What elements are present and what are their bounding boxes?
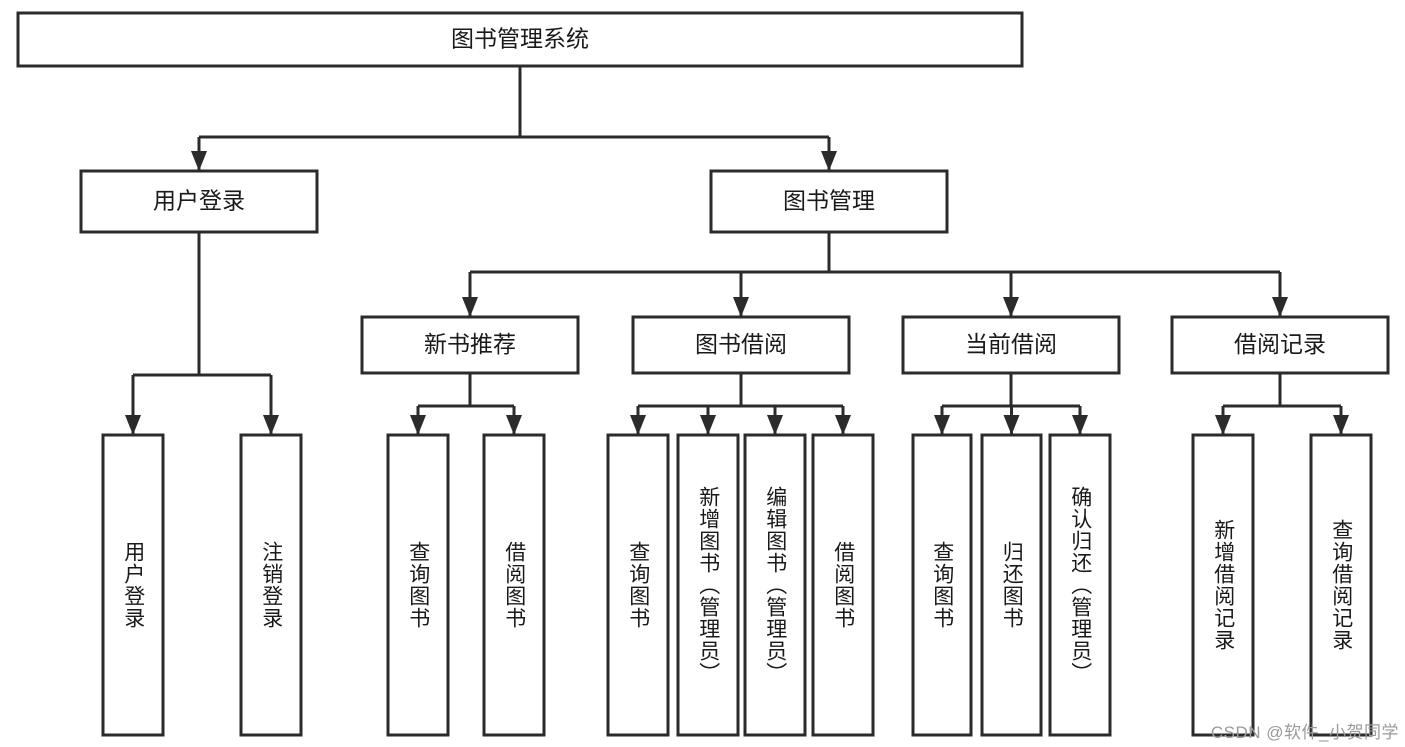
watermark-text: CSDN @软件_小贺同学 [1210, 723, 1399, 742]
node-box-book-borrow[interactable] [631, 315, 851, 375]
node-box-leaf-borrow-edit-book[interactable] [743, 433, 807, 737]
node-label-current-borrow: 当前借阅 [965, 331, 1057, 357]
node-label-book-manage: 图书管理 [783, 188, 875, 214]
node-box-borrow-record[interactable] [1170, 315, 1390, 375]
boxes-layer [16, 11, 1390, 737]
node-box-leaf-cur-return-book[interactable] [980, 433, 1043, 737]
node-box-leaf-rec-query-record[interactable] [1309, 433, 1373, 737]
node-box-leaf-borrow-borrow-book[interactable] [811, 433, 875, 737]
arrow-head [191, 151, 207, 171]
arrow-head [462, 297, 478, 317]
node-box-leaf-rec-borrow-book[interactable] [482, 433, 546, 737]
node-box-root[interactable] [16, 11, 1024, 68]
node-box-user-login[interactable] [79, 169, 319, 234]
arrow-head [630, 415, 646, 435]
arrow-head [934, 415, 950, 435]
arrow-head [1333, 415, 1349, 435]
node-box-leaf-rec-add-record[interactable] [1191, 433, 1255, 737]
node-box-leaf-rec-query-book[interactable] [386, 433, 450, 737]
node-box-leaf-cur-query-book[interactable] [911, 433, 973, 737]
arrow-head [835, 415, 851, 435]
arrow-head [506, 415, 522, 435]
node-label-root: 图书管理系统 [451, 26, 589, 52]
arrow-head [125, 415, 141, 435]
arrow-head [263, 415, 279, 435]
arrow-head [1072, 415, 1088, 435]
arrow-head [821, 151, 837, 171]
node-label-book-borrow: 图书借阅 [695, 331, 787, 357]
arrow-head [1003, 415, 1020, 435]
node-box-leaf-cur-confirm-return[interactable] [1048, 433, 1112, 737]
node-box-leaf-user-login[interactable] [101, 433, 165, 737]
node-box-book-manage[interactable] [709, 169, 949, 234]
node-box-current-borrow[interactable] [901, 315, 1121, 375]
node-box-leaf-borrow-query-book[interactable] [606, 433, 670, 737]
node-box-leaf-user-logout[interactable] [239, 433, 303, 737]
node-label-borrow-record: 借阅记录 [1234, 331, 1326, 357]
node-label-new-book-rec: 新书推荐 [424, 331, 516, 357]
arrow-head [767, 415, 783, 435]
arrow-head [733, 297, 749, 317]
connectors-layer [125, 66, 1349, 435]
arrow-head [1215, 415, 1231, 435]
node-label-user-login: 用户登录 [153, 188, 245, 214]
arrow-head [1003, 297, 1019, 317]
arrow-head [700, 415, 716, 435]
arrow-head [410, 415, 426, 435]
arrow-head [1272, 297, 1288, 317]
node-box-leaf-borrow-add-book[interactable] [676, 433, 740, 737]
node-box-new-book-rec[interactable] [360, 315, 580, 375]
